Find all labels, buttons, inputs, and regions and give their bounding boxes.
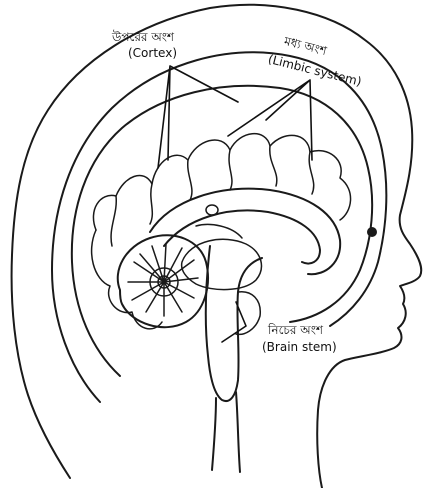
cortex-label-bengali: উপরের অংশ	[112, 30, 174, 44]
fornix	[196, 225, 242, 239]
cortex-lower-gyri	[92, 230, 162, 329]
cortex-label-english: (Cortex)	[128, 46, 177, 60]
arbor-vitae	[128, 244, 198, 316]
cortex-gyri-inner	[111, 146, 314, 246]
spinal-cord	[212, 392, 240, 472]
brainstem-label-english: (Brain stem)	[262, 340, 337, 354]
brainstem-label-bengali: নিচের অংশ	[268, 323, 323, 337]
pons	[236, 292, 260, 335]
brain-stem	[206, 246, 262, 401]
cortex-leader-lines	[158, 66, 238, 168]
interthalamic-adhesion	[206, 205, 218, 215]
brain-outline	[72, 86, 372, 376]
brainstem-leader-lines	[222, 302, 246, 342]
eye-marker	[367, 227, 377, 237]
